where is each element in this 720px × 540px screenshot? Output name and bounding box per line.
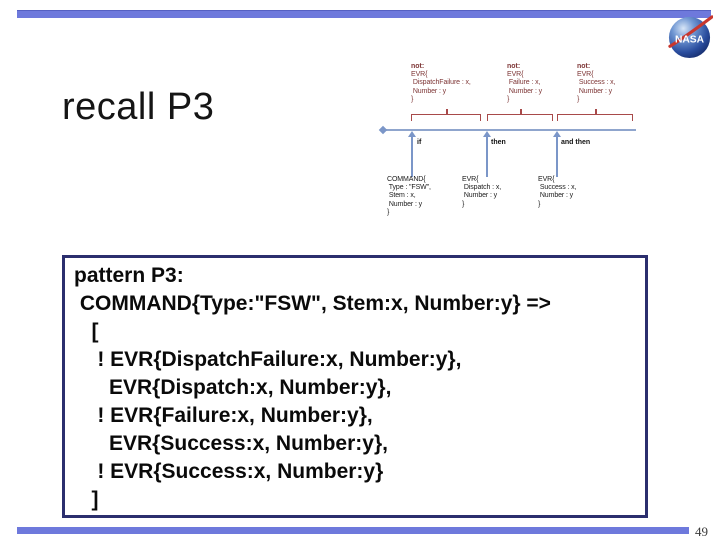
timeline-label-and-then: and then xyxy=(561,139,591,146)
interval-bracket-3 xyxy=(557,109,633,121)
not-constraint-block-3: not: EVR{ Success : x, Number : y } xyxy=(577,63,615,104)
not-label: not: xyxy=(577,63,591,70)
code-line: EVR{Success:x, Number:y}, xyxy=(74,432,388,455)
nasa-swoosh xyxy=(668,15,713,48)
page-number: 49 xyxy=(695,524,708,539)
code-line: ! EVR{Failure:x, Number:y}, xyxy=(74,404,373,427)
timeline-start-marker xyxy=(378,125,388,135)
not-constraint-text: EVR{ Failure : x, Number : y } xyxy=(507,71,543,103)
nasa-logo-icon: NASA xyxy=(668,15,713,59)
code-line: pattern P3: xyxy=(74,264,184,287)
code-line: EVR{Dispatch:x, Number:y}, xyxy=(74,376,392,399)
code-line: ! EVR{DispatchFailure:x, Number:y}, xyxy=(74,348,462,371)
code-line: [ xyxy=(74,320,99,343)
not-label: not: xyxy=(507,63,521,70)
timeline-label-then: then xyxy=(491,139,506,146)
bottom-accent-bar xyxy=(17,527,689,534)
timeline-label-if: if xyxy=(417,139,422,146)
timeline-connector-3 xyxy=(553,131,561,177)
code-line: ] xyxy=(74,488,99,511)
top-accent-bar xyxy=(17,10,711,18)
event-block-evr-success: EVR{ Success : x, Number : y } xyxy=(538,176,577,208)
event-block-command: COMMAND{ Type : "FSW", Stem : x, Number … xyxy=(387,176,431,216)
interval-bracket-1 xyxy=(411,109,481,121)
timeline-connector-2 xyxy=(483,131,491,177)
not-label: not: xyxy=(411,63,425,70)
not-constraint-block-2: not: EVR{ Failure : x, Number : y } xyxy=(507,63,542,104)
code-line: ! EVR{Success:x, Number:y} xyxy=(74,460,384,483)
slide-title: recall P3 xyxy=(62,86,215,128)
not-constraint-block-1: not: EVR{ DispatchFailure : x, Number : … xyxy=(411,63,471,104)
nasa-logo-text: NASA xyxy=(675,34,705,45)
pattern-code-box: pattern P3: COMMAND{Type:"FSW", Stem:x, … xyxy=(62,255,648,518)
event-block-evr-dispatch: EVR{ Dispatch : x, Number : y } xyxy=(462,176,502,208)
not-constraint-text: EVR{ Success : x, Number : y } xyxy=(577,71,616,103)
not-constraint-text: EVR{ DispatchFailure : x, Number : y } xyxy=(411,71,471,103)
timeline-axis xyxy=(383,129,636,131)
timeline-connector-1 xyxy=(408,131,416,177)
interval-bracket-2 xyxy=(487,109,553,121)
code-line: COMMAND{Type:"FSW", Stem:x, Number:y} => xyxy=(74,292,551,315)
